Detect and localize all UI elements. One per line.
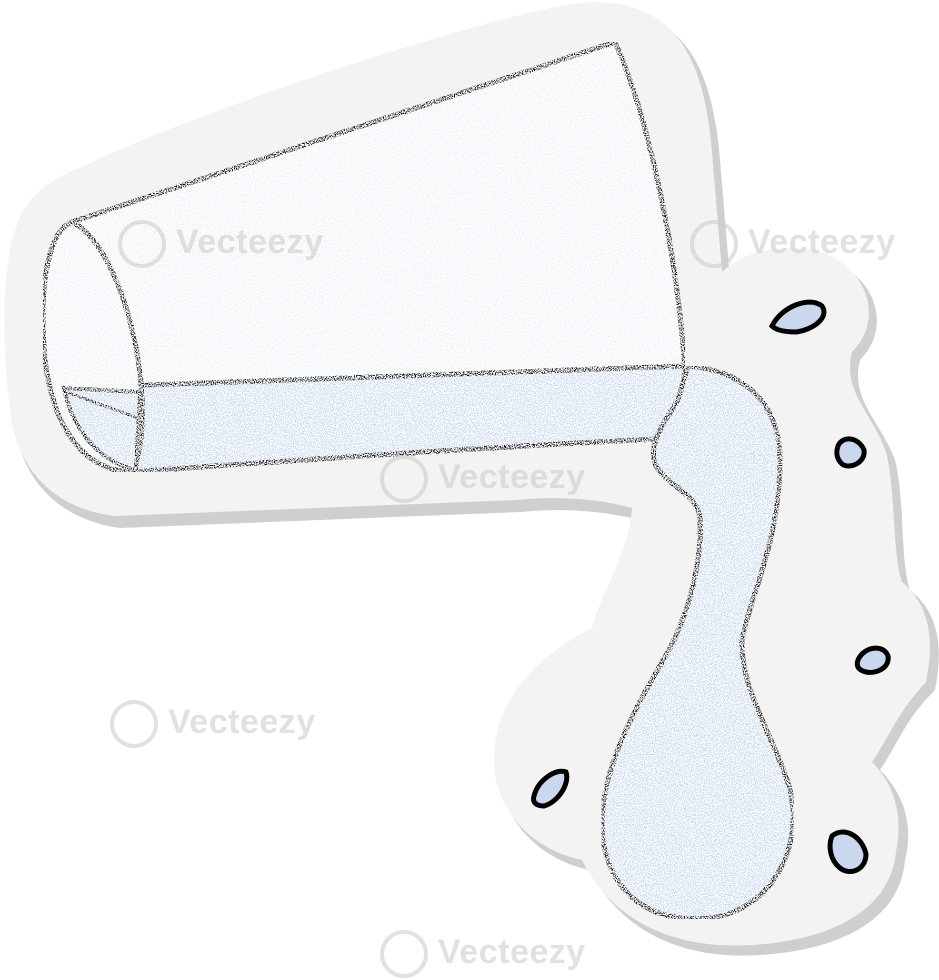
droplet [768,299,827,335]
water-stream [599,363,796,922]
droplet [834,436,867,469]
droplet [854,645,891,675]
water-droplets [531,299,891,874]
droplet [531,768,570,809]
glass [40,39,688,475]
droplet [827,829,869,874]
